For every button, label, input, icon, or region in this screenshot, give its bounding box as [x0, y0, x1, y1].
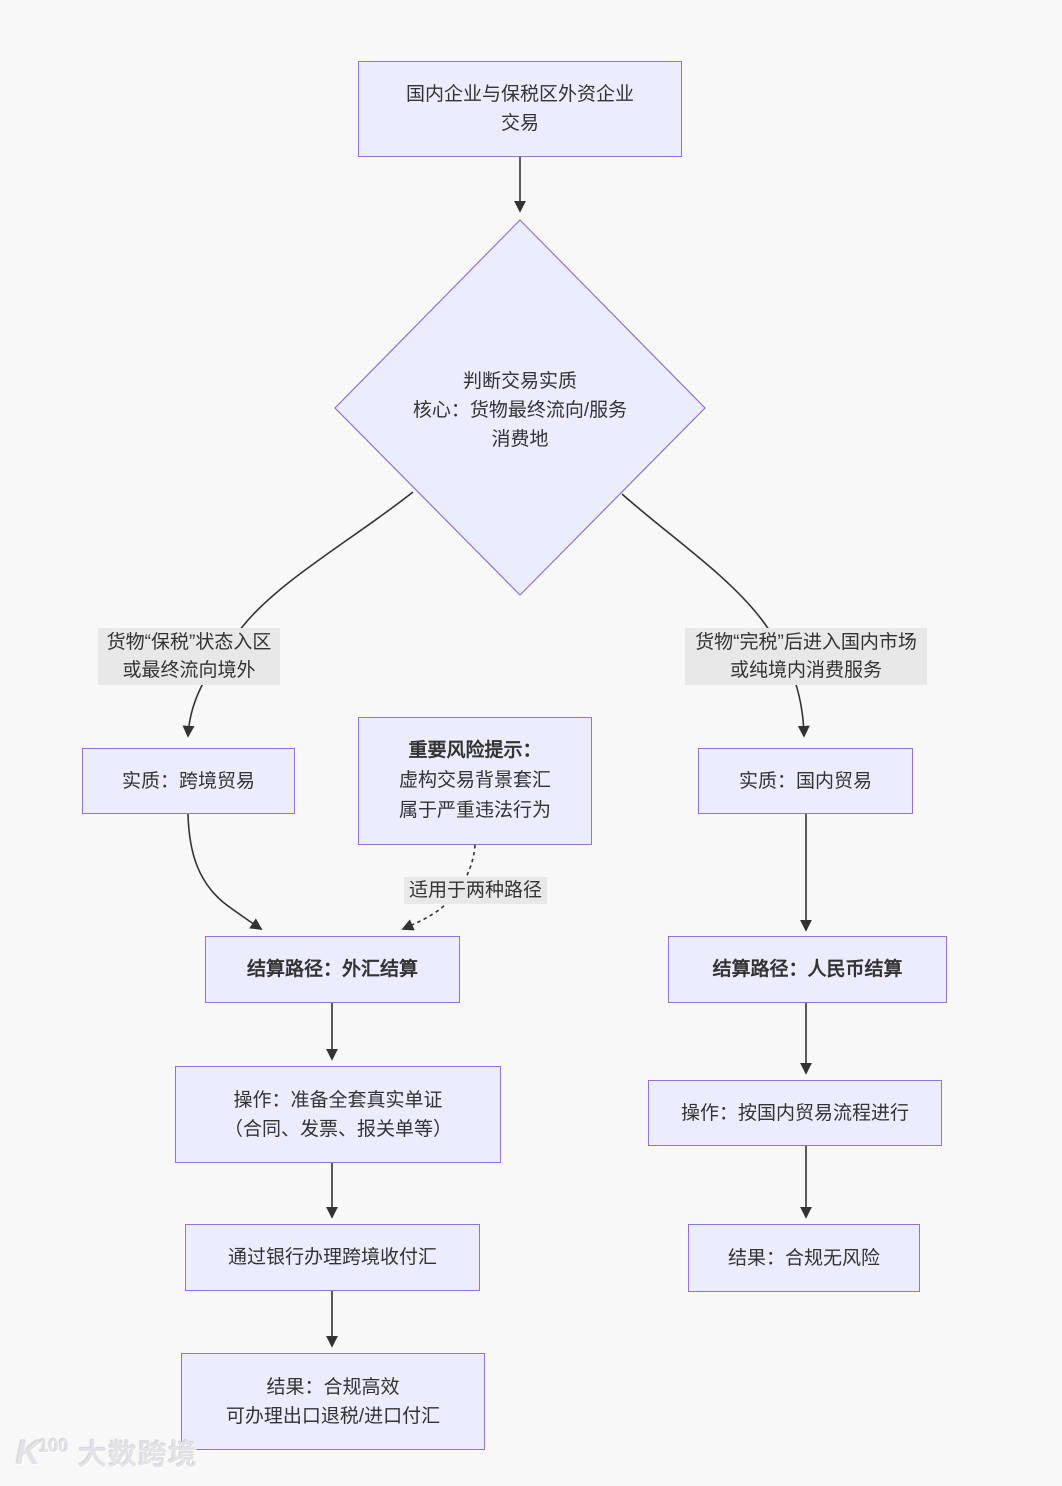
edge-label-line: 或纯境内消费服务	[729, 659, 882, 681]
node-left-result-line2: 可办理出口退税/进口付汇	[225, 1405, 441, 1427]
node-left-substance: 实质：跨境贸易	[82, 748, 295, 814]
node-start-line1: 国内企业与保税区外资企业	[405, 84, 634, 105]
node-risk-line3: 属于严重违法行为	[398, 800, 551, 821]
edge-decision-to-left-substance	[182, 491, 414, 738]
node-right-substance: 实质：国内贸易	[698, 748, 913, 814]
node-left-result: 结果：合规高效 可办理出口退税/进口付汇	[181, 1353, 485, 1450]
watermark-logo-sup: 100	[38, 1436, 69, 1456]
edge-label-line: 货物“完税”后进入国内市场	[695, 631, 917, 653]
node-left-action-line2: （合同、发票、报关单等）	[223, 1118, 452, 1140]
edge-label-line: 或最终流向境外	[122, 659, 256, 681]
node-left-path: 结算路径：外汇结算	[205, 936, 460, 1003]
node-start-line2: 交易	[500, 113, 539, 134]
node-right-result: 结果：合规无风险	[688, 1224, 920, 1292]
node-left-action-line1: 操作：准备全套真实单证	[233, 1089, 443, 1111]
node-left-result-line1: 结果：合规高效	[266, 1376, 400, 1398]
node-right-path-text: 结算路径：人民币结算	[712, 959, 903, 980]
edge-risk-to-left-path	[401, 844, 476, 931]
node-left-bank-text: 通过银行办理跨境收付汇	[227, 1247, 437, 1268]
node-right-result-text: 结果：合规无风险	[727, 1247, 880, 1269]
node-decision-line3: 消费地	[491, 428, 549, 450]
node-right-action-text: 操作：按国内贸易流程进行	[680, 1102, 909, 1124]
node-left-substance-text: 实质：跨境贸易	[121, 770, 255, 792]
node-right-path: 结算路径：人民币结算	[668, 936, 947, 1003]
node-right-action: 操作：按国内贸易流程进行	[648, 1080, 942, 1146]
edge-decision-to-right-substance	[621, 493, 810, 738]
node-left-bank: 通过银行办理跨境收付汇	[185, 1224, 480, 1291]
watermark-text: 大数跨境	[78, 1439, 199, 1470]
edge-label-risk-scope: 适用于两种路径	[404, 877, 547, 904]
node-decision-line2: 核心：货物最终流向/服务	[412, 399, 628, 421]
node-start: 国内企业与保税区外资企业 交易	[358, 61, 682, 157]
edge-label-line: 适用于两种路径	[408, 879, 542, 901]
node-risk-line2: 虚构交易背景套汇	[398, 770, 551, 791]
node-left-path-text: 结算路径：外汇结算	[246, 959, 418, 980]
decision-diamond-shape	[334, 219, 706, 596]
edge-label-taxpaid-condition: 货物“完税”后进入国内市场 或纯境内消费服务	[685, 628, 927, 685]
edge-label-bonded-condition: 货物“保税”状态入区 或最终流向境外	[98, 628, 280, 685]
node-right-substance-text: 实质：国内贸易	[738, 770, 872, 792]
node-left-action: 操作：准备全套真实单证 （合同、发票、报关单等）	[175, 1066, 501, 1163]
node-decision-label: 判断交易实质 核心：货物最终流向/服务 消费地	[350, 366, 690, 454]
node-risk-title: 重要风险提示：	[408, 740, 542, 761]
edge-left-substance-to-left-path	[187, 813, 263, 930]
node-decision-line1: 判断交易实质	[462, 370, 577, 392]
edge-label-line: 货物“保税”状态入区	[106, 631, 272, 653]
watermark-logo-icon: K	[16, 1434, 41, 1472]
node-risk-note: 重要风险提示： 虚构交易背景套汇 属于严重违法行为	[358, 717, 592, 845]
